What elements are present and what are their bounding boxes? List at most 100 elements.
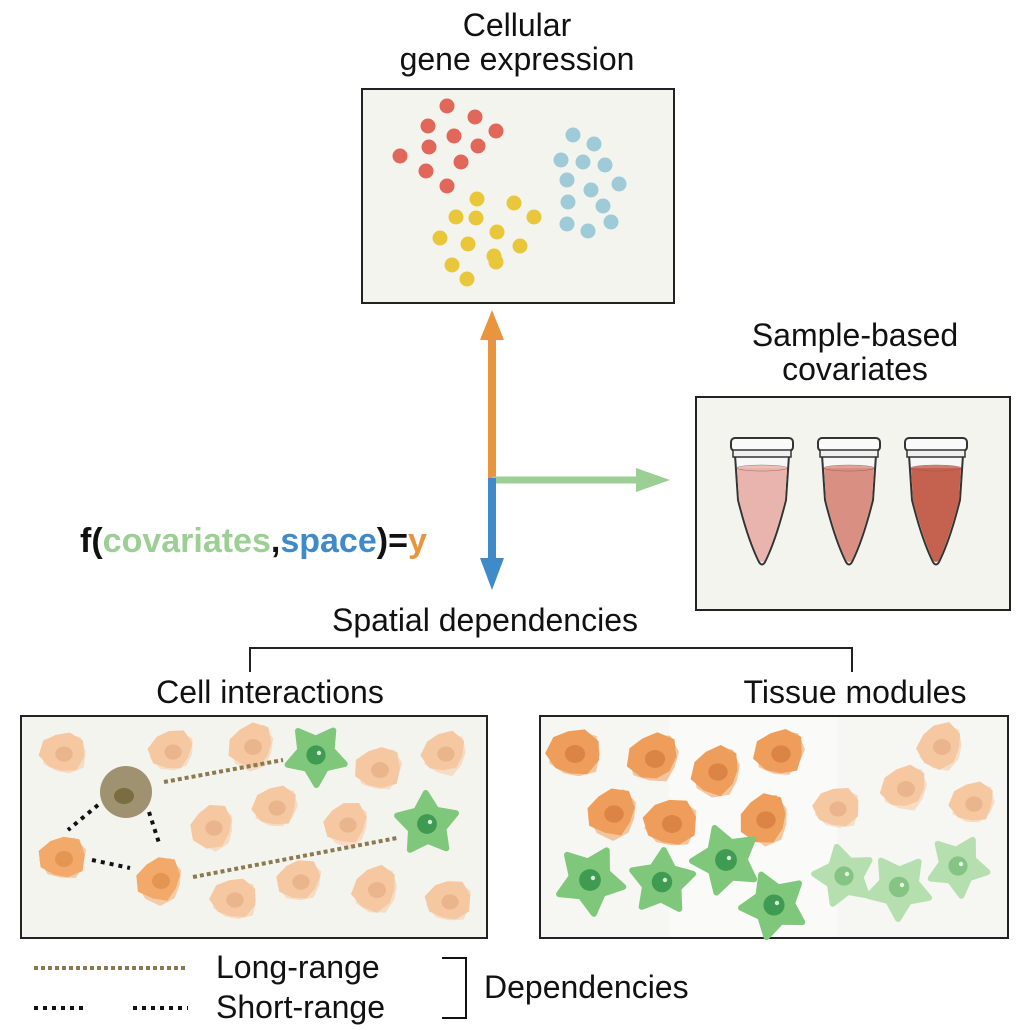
orange-cell: [323, 802, 367, 849]
legend-dependencies-label: Dependencies: [484, 969, 689, 1005]
expression-dot-blue: [565, 127, 581, 143]
cell-nucleus: [306, 745, 326, 765]
cell-highlight: [726, 855, 732, 861]
orange-cell: [209, 878, 257, 920]
cell-nucleus: [834, 866, 854, 886]
legend-long-range-label: Long-range: [216, 949, 380, 985]
orange-cell: [424, 881, 471, 921]
cell-interactions-panel: [20, 715, 488, 939]
expression-dot-blue: [580, 223, 596, 239]
expression-dot-red: [453, 154, 469, 170]
sample-tube: [817, 437, 881, 566]
cell-highlight: [844, 871, 850, 877]
tube-rim: [906, 449, 966, 458]
tube-liquid: [911, 468, 961, 562]
expression-dot-red: [446, 128, 462, 144]
expression-dot-red: [439, 178, 455, 194]
expression-dot-blue: [575, 154, 591, 170]
cell-highlight: [590, 875, 596, 881]
orange-cell: [753, 729, 805, 775]
legend-short-range-label: Short-range: [216, 989, 385, 1025]
expression-dot-yellow: [469, 191, 485, 207]
cell-nucleus: [164, 744, 182, 760]
green-cell: [865, 857, 933, 922]
long-range-dependency-line: [163, 758, 284, 784]
orange-cell: [690, 745, 740, 798]
cell-nucleus: [888, 876, 910, 898]
sample-tube: [904, 437, 968, 566]
expression-dot-yellow: [489, 224, 505, 240]
expression-dot-red: [418, 163, 434, 179]
spatial-dependencies-bracket: [249, 647, 853, 672]
cell-highlight: [662, 877, 668, 883]
legend: [34, 957, 467, 1019]
green-cell: [556, 847, 627, 917]
tube-liquid-surface: [823, 464, 875, 472]
expression-dot-red: [467, 109, 483, 125]
expression-dot-blue: [597, 157, 613, 173]
cell-nucleus: [437, 746, 455, 762]
cell-nucleus: [368, 882, 386, 898]
covariates-title-line2: covariates: [782, 351, 928, 387]
formula-comma: ,: [270, 522, 281, 560]
tube-liquid-surface: [736, 464, 788, 472]
expression-dot-red: [470, 138, 486, 154]
cell-nucleus: [441, 894, 459, 910]
cell-nucleus: [763, 894, 785, 916]
covariates-axis-arrowhead: [636, 468, 670, 492]
orange-cell: [228, 722, 274, 772]
sample-tube: [730, 437, 794, 566]
cell-nucleus: [948, 856, 968, 876]
cell-nucleus: [604, 805, 624, 823]
space-axis-arrowhead: [480, 558, 504, 590]
expression-dot-yellow: [512, 238, 528, 254]
covariates-panel: [695, 396, 1011, 611]
cell-nucleus: [933, 739, 951, 755]
formula-covariates: covariates: [102, 522, 271, 560]
spatial-dependencies-title: Spatial dependencies: [331, 602, 638, 638]
orange-cell: [276, 860, 322, 901]
cell-nucleus: [268, 800, 286, 816]
gene-expression-title-line1: Cellular: [462, 7, 572, 43]
formula-f: f(: [80, 522, 103, 560]
expression-dot-blue: [553, 152, 569, 168]
expression-dot-red: [488, 123, 504, 139]
green-cell: [927, 836, 991, 899]
expression-dot-blue: [583, 182, 599, 198]
model-formula: f(covariates,space)=y: [80, 522, 427, 561]
cell-nucleus: [226, 892, 244, 908]
tube-rim: [732, 449, 792, 458]
expression-dot-yellow: [459, 271, 475, 287]
green-cell: [689, 825, 758, 896]
cell-nucleus: [771, 745, 791, 763]
orange-cell: [642, 799, 697, 846]
orange-cell: [948, 781, 995, 823]
orange-cell: [136, 857, 182, 906]
tube-liquid-surface: [910, 464, 962, 472]
short-range-dependency-line: [147, 811, 162, 847]
gene-expression-title: Cellular gene expression: [362, 8, 672, 76]
legend-bracket: [442, 957, 467, 1019]
expression-dot-yellow: [506, 195, 522, 211]
expression-dot-red: [421, 139, 437, 155]
expression-dot-yellow: [488, 254, 504, 270]
expression-dot-blue: [560, 194, 576, 210]
gene-expression-panel: [361, 88, 675, 304]
cell-highlight: [958, 861, 964, 867]
orange-cell: [587, 788, 636, 841]
formula-close-eq: )=: [376, 522, 408, 560]
orange-cell: [147, 730, 193, 771]
cell-nucleus: [564, 745, 586, 763]
expression-dot-blue: [611, 176, 627, 192]
tube-cap: [730, 437, 794, 452]
cluster-yellow: [432, 191, 542, 287]
cell-nucleus: [152, 873, 170, 889]
formula-space: space: [280, 522, 377, 560]
expression-dot-red: [420, 118, 436, 134]
cell-nucleus: [829, 801, 847, 817]
green-cell: [811, 843, 873, 907]
expression-dot-yellow: [444, 257, 460, 273]
orange-cell: [879, 764, 927, 811]
cell-highlight: [316, 750, 322, 756]
expression-dot-yellow: [432, 230, 448, 246]
